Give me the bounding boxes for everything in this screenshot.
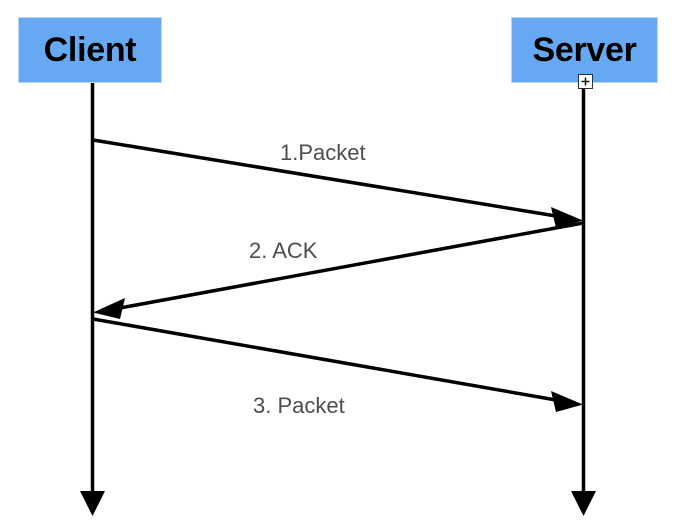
lifeline-server[interactable]	[571, 83, 596, 516]
lifeline-client[interactable]	[80, 83, 105, 516]
message-arrow-3-arrowhead	[551, 391, 583, 412]
message-arrow-1-packet[interactable]	[92, 138, 583, 228]
lifeline-client-end-arrowhead	[80, 491, 105, 516]
message-arrow-3-packet[interactable]	[92, 317, 583, 412]
participant-box-client[interactable]: Client	[18, 17, 162, 83]
lifeline-server-end-arrowhead	[571, 491, 596, 516]
participant-label-client: Client	[43, 31, 137, 69]
participant-box-server[interactable]: Server	[511, 17, 658, 83]
plus-icon[interactable]	[578, 74, 593, 89]
message-label-2: 2. ACK	[249, 238, 318, 263]
message-label-1: 1.Packet	[280, 140, 366, 165]
participant-label-server: Server	[532, 31, 637, 69]
message-arrow-1-arrowhead	[551, 207, 583, 228]
message-arrow-3-line	[92, 317, 557, 402]
message-arrow-2-arrowhead	[93, 298, 125, 319]
message-arrow-1-line	[92, 138, 557, 218]
message-arrow-2-line	[119, 221, 584, 310]
message-label-3: 3. Packet	[253, 393, 345, 418]
message-arrow-2-ack[interactable]	[93, 221, 584, 319]
